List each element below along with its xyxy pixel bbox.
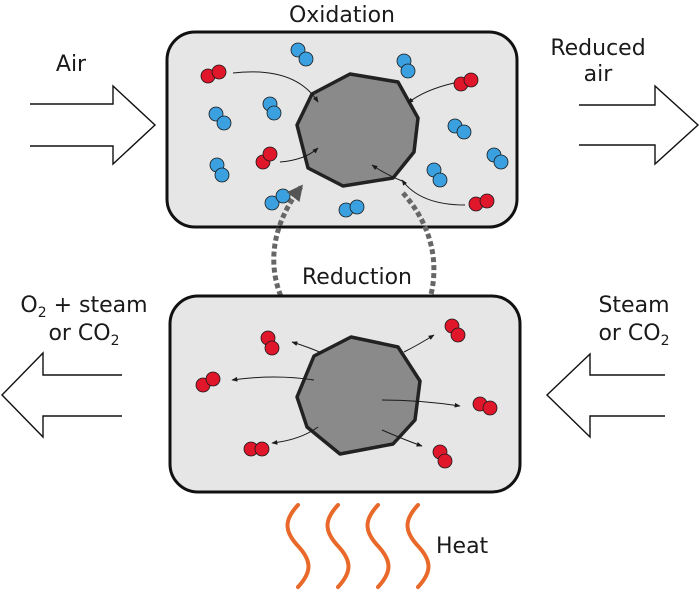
nitrogen-molecule	[338, 199, 365, 218]
heat-label: Heat	[436, 534, 489, 559]
air-inlet-arrow	[30, 84, 157, 166]
reduction-label: Reduction	[302, 265, 412, 290]
reduced-air-outlet-arrow	[579, 84, 700, 166]
steam-label-line2: or CO2	[598, 321, 669, 349]
nitrogen-molecule	[396, 53, 416, 79]
o2-uptake-arrow	[407, 82, 455, 104]
nitrogen-molecule	[209, 157, 230, 183]
oxygen-molecule	[453, 72, 479, 92]
oxygen-molecule	[195, 371, 221, 393]
o2-release-arrow	[231, 376, 315, 382]
nitrogen-molecule	[264, 188, 291, 211]
oxygen-molecule	[260, 330, 280, 356]
steam-label: Steam	[598, 293, 669, 318]
nitrogen-molecule	[426, 162, 448, 188]
oxidation-label: Oxidation	[289, 3, 395, 28]
air-label: Air	[56, 52, 87, 77]
nitrogen-molecule	[447, 118, 472, 140]
oxygen-molecule	[200, 64, 227, 84]
nitrogen-molecule	[486, 147, 509, 170]
o2-steam-label: O2 + steam	[20, 293, 147, 321]
o2-steam-label-line2: or CO2	[48, 321, 119, 349]
nitrogen-molecule	[208, 106, 232, 131]
oxidized-particle-top	[295, 72, 420, 188]
oxygen-molecule	[432, 444, 453, 469]
oxygen-molecule	[472, 396, 498, 416]
reduced-air-label-line2: air	[584, 62, 614, 87]
oxygen-molecule	[255, 146, 278, 170]
o2-release-arrow	[403, 334, 435, 353]
nitrogen-molecule	[262, 96, 282, 121]
o2-release-arrow	[291, 341, 323, 354]
o2-uptake-arrow	[232, 71, 319, 103]
reduced-particle-bottom	[295, 335, 422, 456]
o2-uptake-arrow	[401, 179, 466, 206]
o2-steam-outlet-arrow	[1, 351, 122, 439]
steam-inlet-arrow	[545, 352, 665, 439]
o2-release-arrow	[381, 429, 423, 447]
oxygen-molecule	[468, 193, 495, 212]
o2-release-arrow	[381, 399, 461, 408]
oxygen-molecule	[444, 318, 466, 343]
reduced-air-label: Reduced	[550, 36, 645, 61]
o2-uptake-arrow	[371, 164, 403, 182]
o2-release-arrow	[271, 426, 319, 445]
heat-waves-icon	[285, 503, 431, 589]
nitrogen-molecule	[290, 42, 314, 67]
oxygen-molecule	[243, 441, 270, 457]
o2-uptake-arrow	[279, 147, 319, 163]
